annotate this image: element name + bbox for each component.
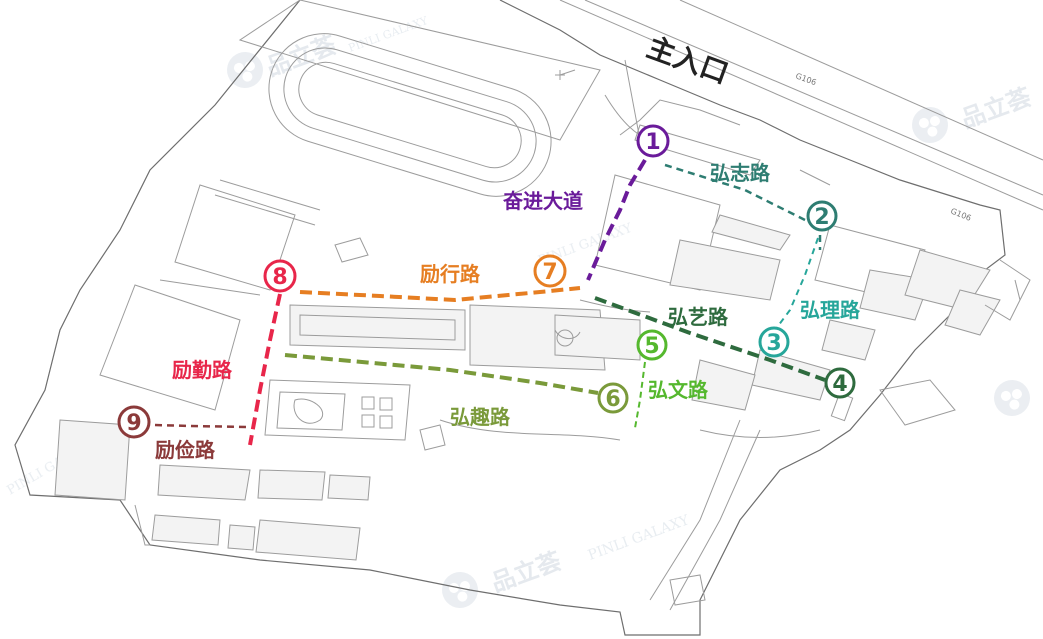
watermark-text: PINLI GALAXY: [586, 512, 692, 564]
route-label-5[interactable]: 弘文路: [648, 378, 709, 402]
route-lines: [154, 158, 826, 446]
route-marker-number: 5: [644, 334, 659, 359]
road-code-label: G106: [794, 71, 817, 87]
route-line-2: [664, 163, 806, 222]
route-marker-3[interactable]: 3: [758, 326, 790, 358]
route-marker-number: 9: [126, 411, 141, 436]
route-line-1: [586, 158, 647, 281]
watermark-logo-icon: [912, 107, 948, 143]
route-label-3[interactable]: 弘理路: [800, 298, 861, 322]
watermark-logo-icon: [442, 572, 478, 608]
route-marker-4[interactable]: 4: [824, 367, 856, 399]
route-line-6: [284, 353, 599, 395]
route-line-9: [154, 423, 249, 429]
route-line-7: [299, 286, 581, 303]
route-label-1[interactable]: 奋进大道: [502, 189, 583, 213]
watermark-text: 品立荟: [487, 547, 564, 598]
route-line-3: [774, 237, 819, 331]
route-line-8: [248, 293, 282, 446]
route-label-9[interactable]: 励俭路: [155, 438, 216, 462]
road-code-label: G106: [949, 207, 972, 223]
route-label-2[interactable]: 弘志路: [710, 161, 771, 185]
route-marker-1[interactable]: 1: [636, 124, 670, 158]
watermark-logo-icon: [994, 380, 1030, 416]
route-marker-number: 3: [766, 331, 781, 356]
route-marker-2[interactable]: 2: [806, 200, 838, 232]
route-marker-number: 8: [272, 265, 287, 290]
route-marker-9[interactable]: 9: [117, 405, 151, 439]
route-marker-number: 2: [814, 205, 829, 230]
route-label-4[interactable]: 弘艺路: [668, 305, 729, 329]
watermark-logo-icon: [227, 52, 263, 88]
route-markers: 1 2 3 4 5 6 7 8: [117, 124, 856, 439]
route-labels: 奋进大道 弘志路 弘理路 弘艺路 弘文路 弘趣路 励行路 励勤路 励俭路: [155, 161, 861, 462]
watermark-text: 品立荟: [957, 83, 1034, 134]
route-marker-number: 1: [645, 130, 660, 155]
route-marker-number: 4: [832, 372, 847, 397]
route-marker-number: 6: [605, 387, 620, 412]
route-label-7[interactable]: 励行路: [420, 262, 481, 286]
campus-outline: [14, 0, 1043, 636]
route-marker-5[interactable]: 5: [636, 329, 668, 361]
route-marker-8[interactable]: 8: [263, 259, 297, 293]
route-marker-6[interactable]: 6: [597, 382, 629, 414]
route-label-6[interactable]: 弘趣路: [450, 405, 511, 429]
route-line-5: [634, 361, 646, 429]
route-marker-number: 7: [542, 260, 557, 285]
watermark-text: PINLI GALAXY: [347, 14, 431, 55]
route-marker-7[interactable]: 7: [533, 254, 567, 288]
route-label-8[interactable]: 励勤路: [172, 358, 233, 382]
main-entrance-label: 主入口: [643, 31, 733, 91]
